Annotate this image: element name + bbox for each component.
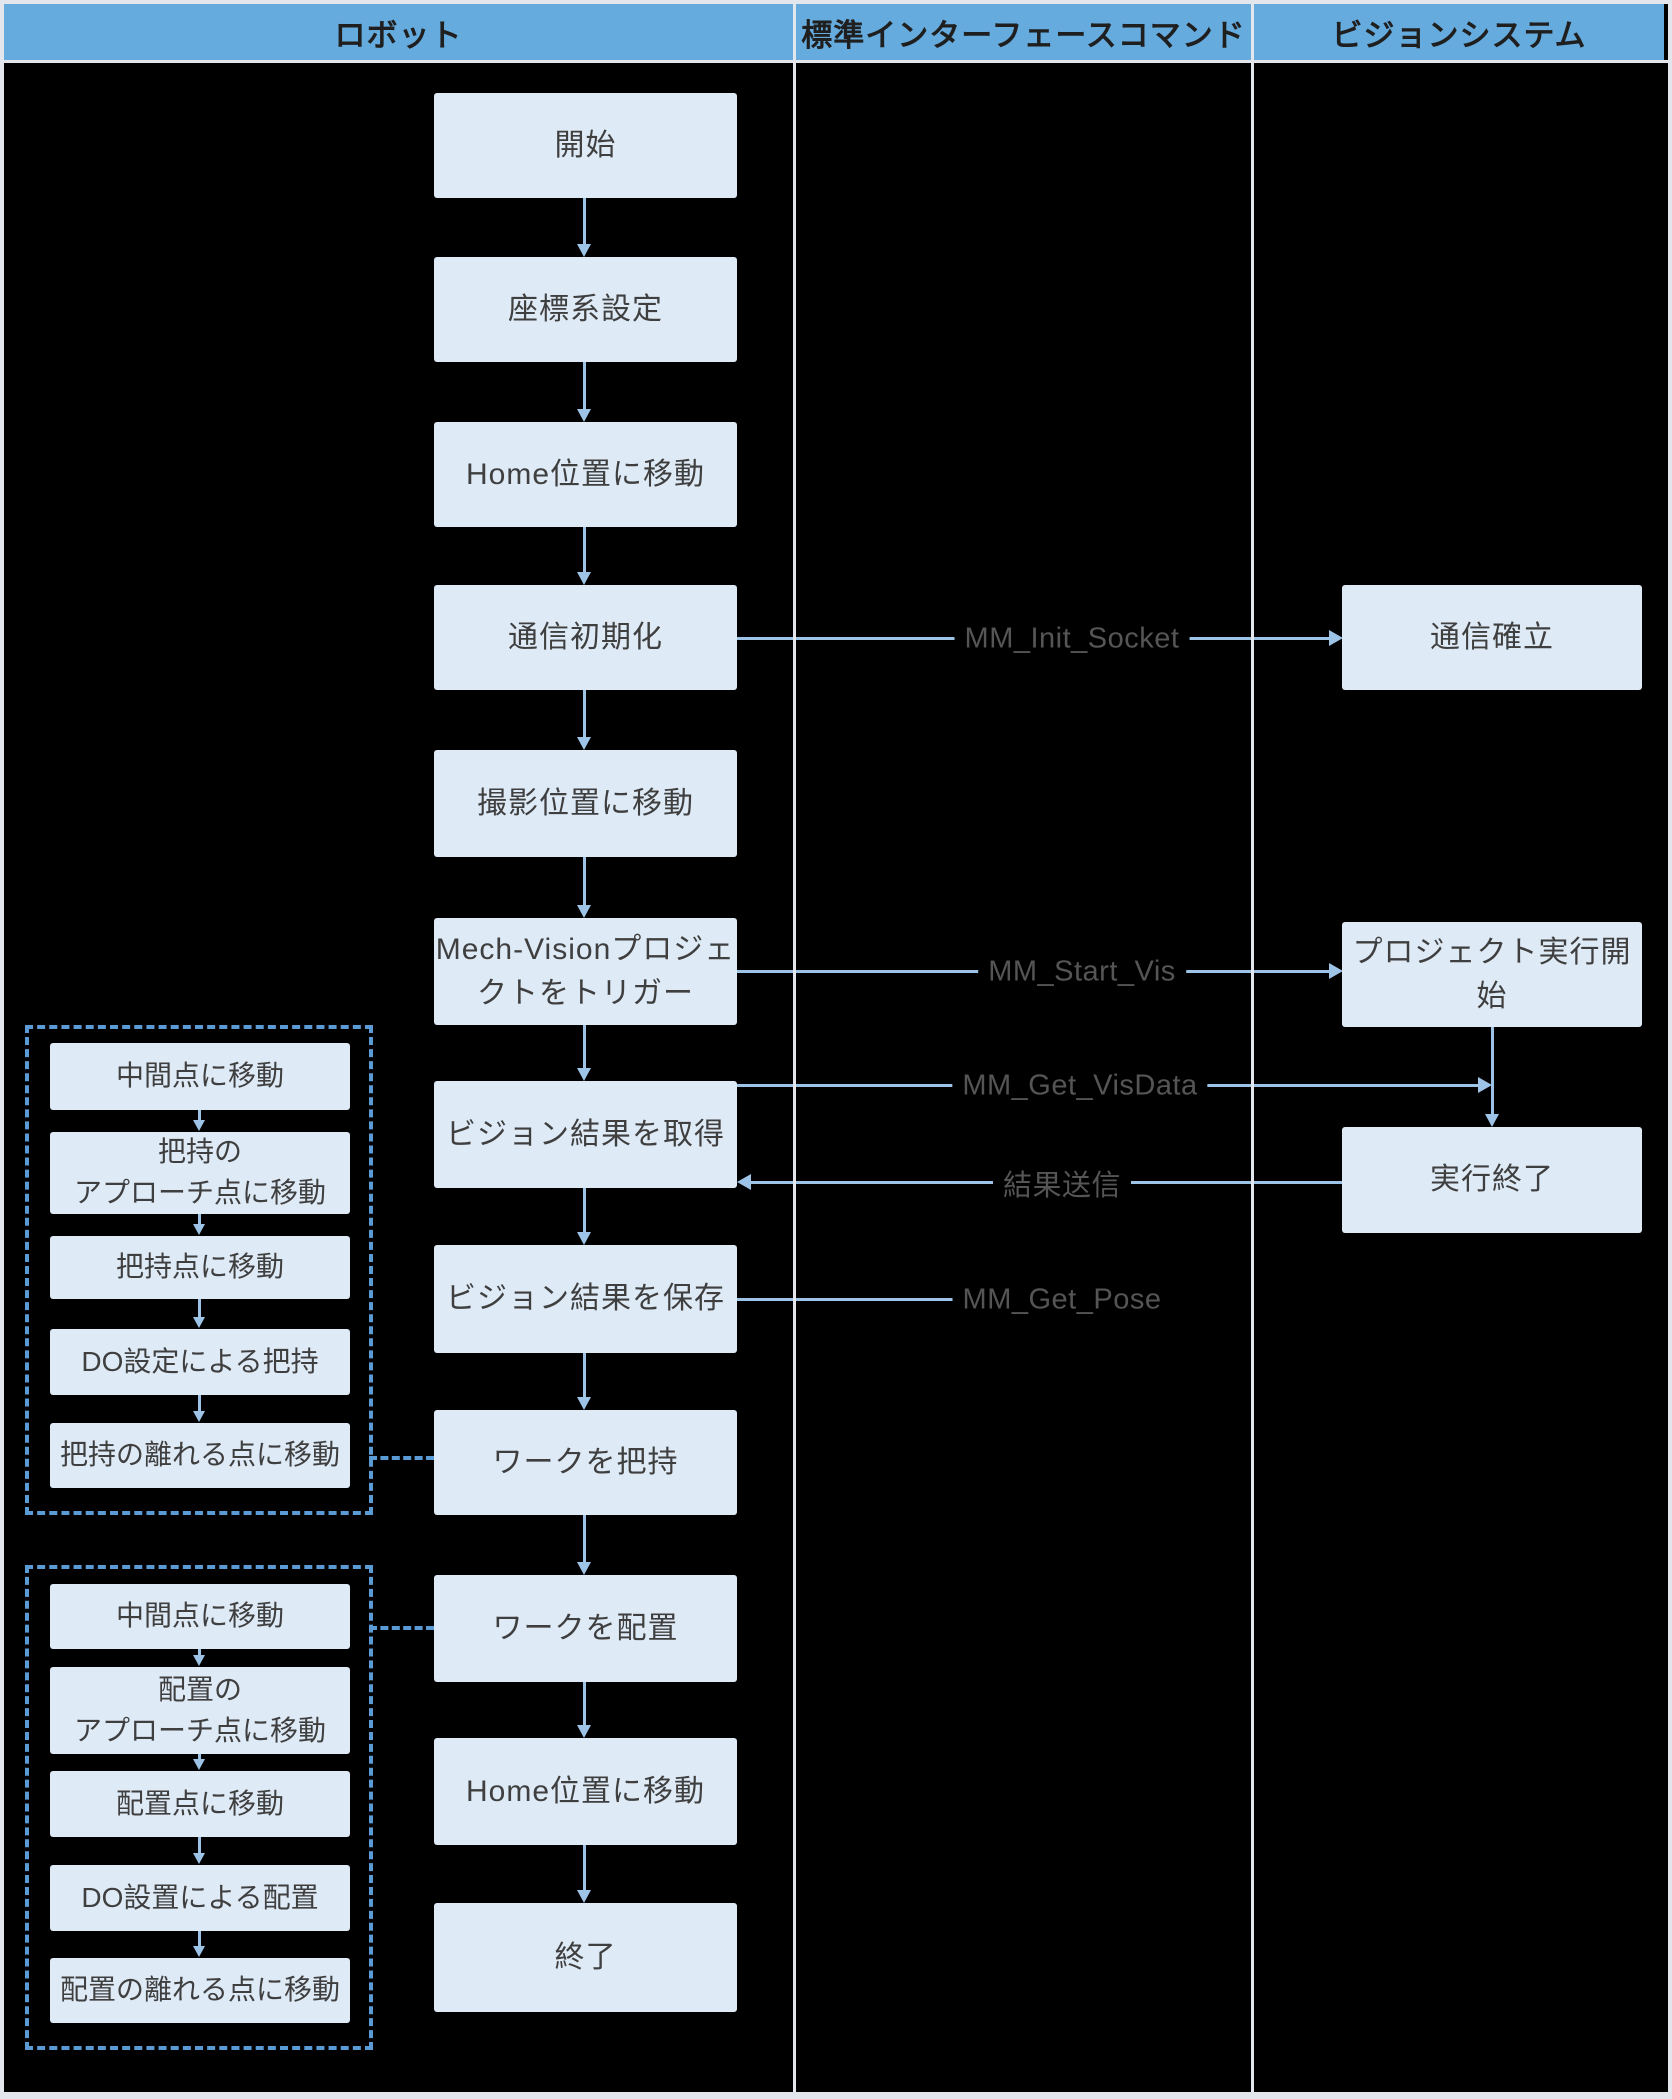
column-divider-1 [793, 4, 796, 2092]
header-cell-robot: ロボット [4, 4, 793, 60]
header-cell-vision: ビジョンシステム [1254, 4, 1664, 60]
flow-box-init-communication: 通信初期化 [434, 585, 737, 690]
place-box-move-depart: 配置の離れる点に移動 [50, 1958, 350, 2023]
arrow-init-to-capture [577, 690, 591, 750]
arrow-saveresult-to-pick [577, 1353, 591, 1410]
pick-box-move-depart: 把持の離れる点に移動 [50, 1423, 350, 1488]
flow-box-move-capture-pos: 撮影位置に移動 [434, 750, 737, 857]
pick-arrow-3 [193, 1299, 205, 1328]
header-label-commands: 標準インターフェースコマンド [801, 17, 1246, 53]
command-label-mm-init-socket: MM_Init_Socket [954, 622, 1190, 656]
pick-group-connector [369, 1456, 434, 1460]
arrow-getresult-to-saveresult [577, 1188, 591, 1245]
arrow-home-to-init [577, 527, 591, 585]
vision-box-comm-established: 通信確立 [1342, 585, 1642, 690]
pick-arrow-4 [193, 1395, 205, 1422]
arrow-pick-to-place [577, 1515, 591, 1575]
flow-box-start: 開始 [434, 93, 737, 198]
place-group-connector [369, 1626, 434, 1630]
command-label-mm-get-visdata: MM_Get_VisData [952, 1069, 1208, 1103]
place-box-move-place-point: 配置点に移動 [50, 1771, 350, 1837]
place-arrow-1 [193, 1649, 205, 1666]
place-arrow-4 [193, 1931, 205, 1957]
header-divider [4, 60, 1668, 63]
flow-box-trigger-mech-vision: Mech-Visionプロジェ クトをトリガー [434, 918, 737, 1025]
flow-box-save-vision-result: ビジョン結果を保存 [434, 1245, 737, 1353]
flow-box-set-coordinate: 座標系設定 [434, 257, 737, 362]
header-label-vision: ビジョンシステム [1331, 17, 1587, 53]
arrow-place-to-home [577, 1682, 591, 1738]
command-label-mm-start-vis: MM_Start_Vis [978, 955, 1186, 989]
arrow-start-to-coordinate [577, 198, 591, 257]
flow-box-move-home-1: Home位置に移動 [434, 422, 737, 527]
arrow-trigger-to-getresult [577, 1025, 591, 1081]
place-subprocess-group [25, 1565, 373, 2050]
place-box-move-waypoint: 中間点に移動 [50, 1584, 350, 1649]
arrow-home-to-end [577, 1845, 591, 1903]
pick-arrow-1 [193, 1110, 205, 1131]
arrow-coordinate-to-home [577, 362, 591, 422]
flow-box-get-vision-result: ビジョン結果を取得 [434, 1081, 737, 1188]
place-arrow-2 [193, 1754, 205, 1770]
line-mm-get-pose [737, 1298, 967, 1301]
pick-subprocess-group [25, 1025, 373, 1515]
flow-box-place-workpiece: ワークを配置 [434, 1575, 737, 1682]
pick-box-move-pick-point: 把持点に移動 [50, 1236, 350, 1299]
arrow-capture-to-trigger [577, 857, 591, 918]
pick-arrow-2 [193, 1214, 205, 1235]
place-box-do-release: DO設置による配置 [50, 1865, 350, 1931]
column-divider-2 [1251, 4, 1254, 2092]
arrow-runstart-to-runfinish [1485, 1027, 1499, 1127]
pick-box-move-waypoint: 中間点に移動 [50, 1043, 350, 1110]
place-box-move-approach: 配置の アプローチ点に移動 [50, 1667, 350, 1754]
pick-box-move-approach: 把持の アプローチ点に移動 [50, 1132, 350, 1214]
flow-box-end: 終了 [434, 1903, 737, 2012]
pick-box-do-grip: DO設定による把持 [50, 1329, 350, 1395]
command-label-mm-get-pose: MM_Get_Pose [952, 1283, 1172, 1317]
vision-box-project-run-start: プロジェクト実行開始 [1342, 922, 1642, 1027]
command-label-send-result: 結果送信 [992, 1162, 1132, 1204]
flow-box-move-home-2: Home位置に移動 [434, 1738, 737, 1845]
vision-box-run-finished: 実行終了 [1342, 1127, 1642, 1233]
header-cell-commands: 標準インターフェースコマンド [796, 4, 1251, 60]
header-label-robot: ロボット [334, 17, 463, 53]
place-arrow-3 [193, 1837, 205, 1864]
flow-box-pick-workpiece: ワークを把持 [434, 1410, 737, 1515]
